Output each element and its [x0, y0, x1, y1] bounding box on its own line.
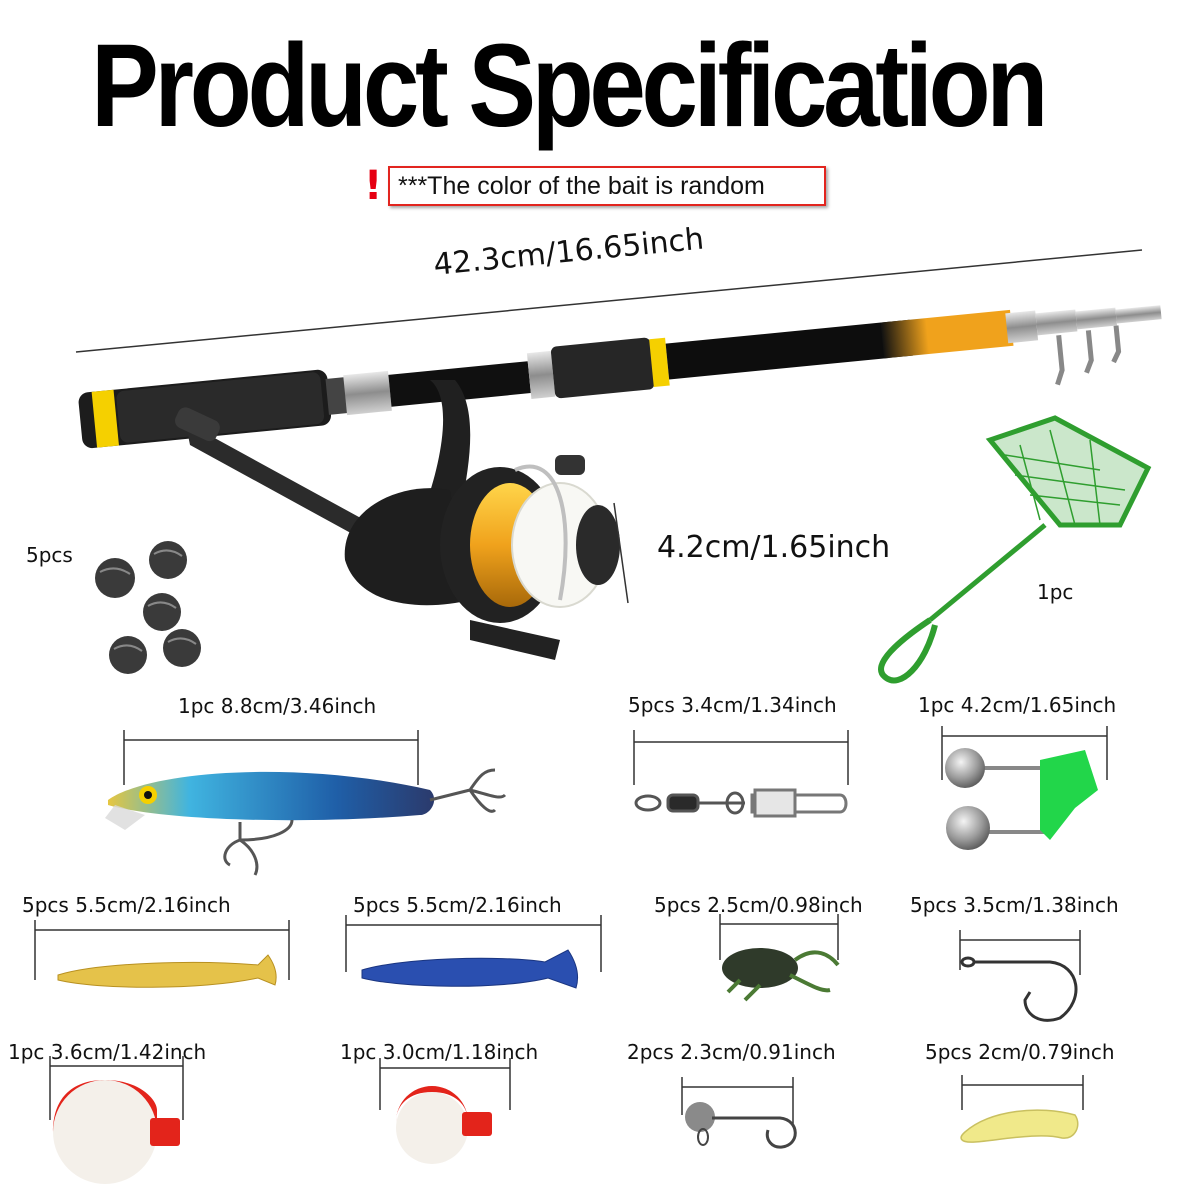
sinkers-qty-label: 5pcs [26, 543, 73, 567]
large-float [53, 1080, 180, 1184]
grub-bait [960, 1109, 1079, 1143]
net-qty-label: 1pc [1037, 580, 1074, 604]
minnow-lure [105, 768, 507, 876]
rod-dimension-line [75, 249, 1143, 353]
minnow-size-label: 1pc 8.8cm/3.46inch [178, 694, 377, 718]
grub-size-label: 5pcs 2cm/0.79inch [925, 1040, 1115, 1064]
hook-size-label: 5pcs 3.5cm/1.38inch [910, 893, 1119, 917]
reel-dimension-line [613, 502, 629, 604]
reel-size-label: 4.2cm/1.65inch [657, 530, 891, 565]
yellow-worm-size-label: 5pcs 5.5cm/2.16inch [22, 893, 231, 917]
landing-net [878, 415, 1152, 684]
yellow-soft-worm [57, 954, 277, 988]
page-title: Product Specification [91, 20, 1048, 152]
blue-soft-worm [361, 949, 579, 989]
telescopic-rod [78, 305, 1162, 449]
bait-color-note: ***The color of the bait is random [388, 166, 826, 206]
bell-size-label: 1pc 4.2cm/1.65inch [918, 693, 1117, 717]
cricket-size-label: 5pcs 2.5cm/0.98inch [654, 893, 863, 917]
jig-head [685, 1102, 797, 1149]
jig-size-label: 2pcs 2.3cm/0.91inch [627, 1040, 836, 1064]
warning-icon: ! [364, 163, 383, 209]
spinning-reel [175, 380, 620, 660]
small-float [396, 1086, 492, 1164]
small-float-size-label: 1pc 3.0cm/1.18inch [340, 1040, 539, 1064]
large-float-size-label: 1pc 3.6cm/1.42inch [8, 1040, 207, 1064]
bite-bell-alarm [945, 748, 1098, 850]
swivel-size-label: 5pcs 3.4cm/1.34inch [628, 693, 837, 717]
fishing-hook [960, 956, 1078, 1022]
split-shot-sinkers [95, 541, 201, 674]
swivel-snap [634, 788, 848, 818]
cricket-bait [722, 948, 840, 1002]
blue-worm-size-label: 5pcs 5.5cm/2.16inch [353, 893, 562, 917]
